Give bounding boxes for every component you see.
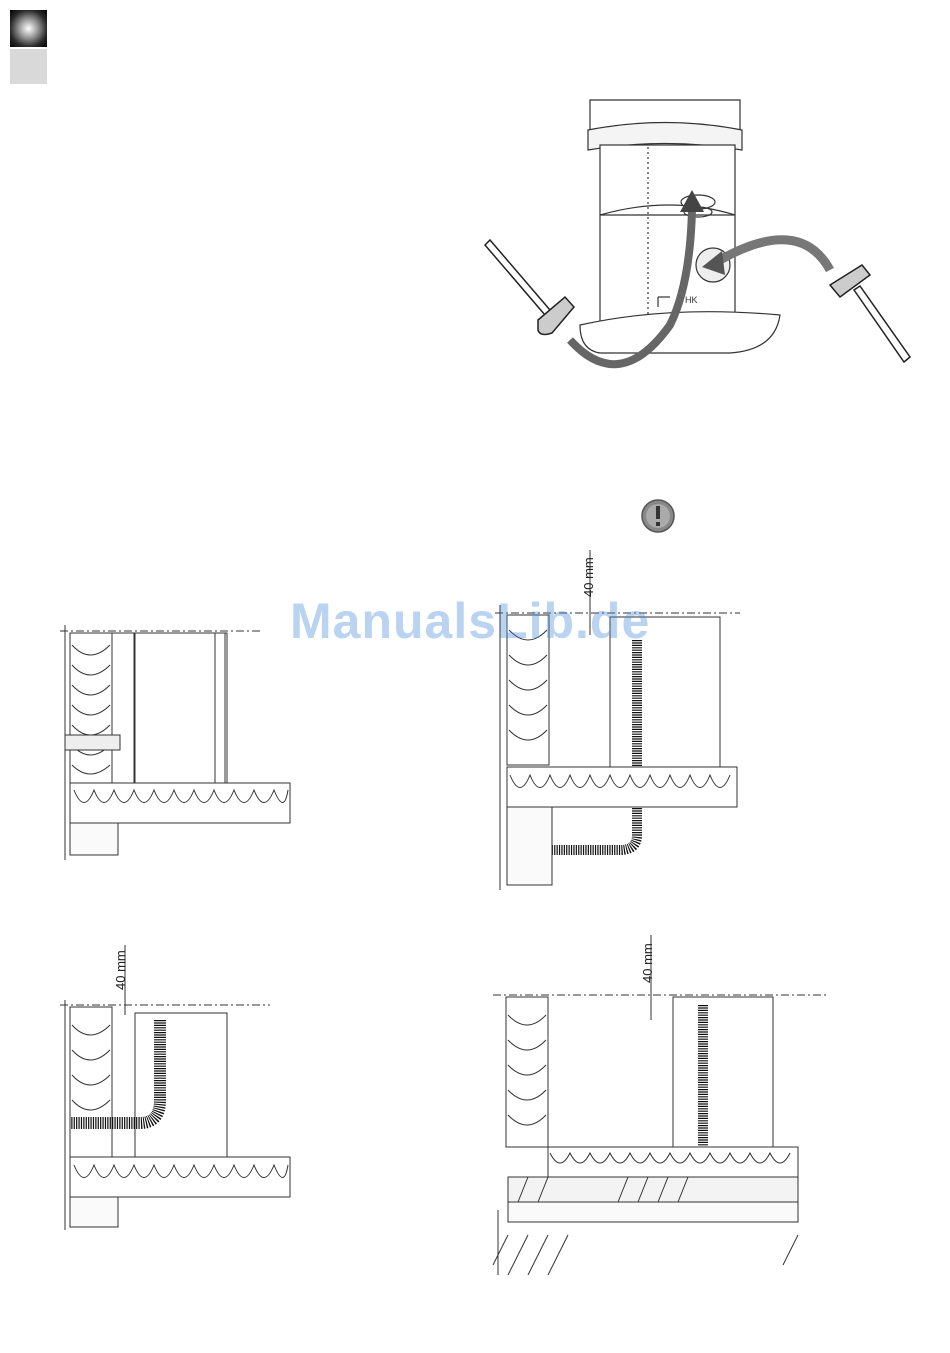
stove-marking: HK — [685, 295, 698, 305]
dimension-label-40mm-d: 40 mm — [640, 943, 655, 983]
watermark-text: ManualsLib.de — [290, 592, 650, 650]
dimension-label-40mm-c: 40 mm — [113, 950, 128, 990]
wall-duct-figure — [60, 945, 300, 1230]
chapter-tab-light — [10, 49, 47, 84]
wall-connection-figure — [60, 625, 300, 860]
stove-knockout-figure: HK — [470, 75, 920, 375]
exclamation-icon — [640, 498, 676, 534]
slab-duct-figure — [488, 935, 833, 1275]
chapter-tab-icon — [10, 10, 47, 47]
